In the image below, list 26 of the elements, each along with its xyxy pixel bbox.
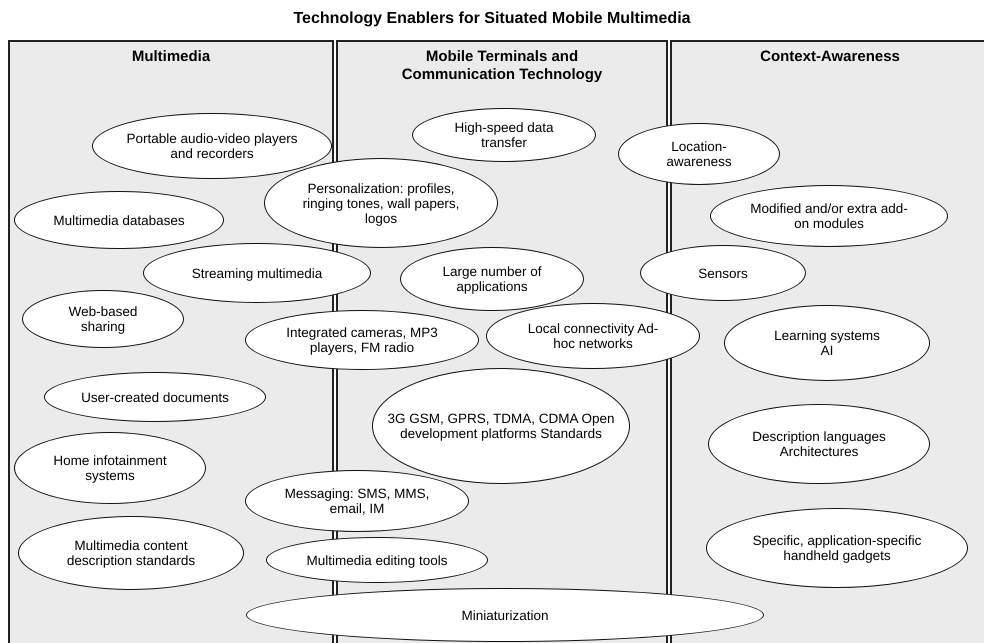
node-label: Personalization: profiles, ringing tones, wall papers, logos: [302, 180, 460, 226]
column-heading: Mobile Terminals and Communication Technology: [400, 48, 604, 84]
node-label: Location-awareness: [665, 139, 733, 169]
node-label: Description languages Architectures: [751, 429, 887, 459]
node-label: Messaging: SMS, MMS, email, IM: [284, 486, 430, 516]
node-label: User-created documents: [81, 390, 229, 404]
node-label: Large number of applications: [441, 264, 543, 294]
node-label: Integrated cameras, MP3 players, FM radio: [285, 325, 439, 355]
node-label: High-speed data transfer: [454, 120, 554, 150]
node-label: Multimedia content description standards: [66, 538, 196, 568]
column-heading: Context-Awareness: [760, 48, 900, 66]
node-label: Local connectivity Ad-hoc networks: [526, 321, 660, 351]
node-label: Modified and/or extra add-on modules: [749, 201, 909, 231]
node-label: Portable audio-video players and recorders: [125, 131, 299, 161]
node-label: Multimedia databases: [53, 212, 185, 228]
node-label: Multimedia editing tools: [306, 552, 448, 568]
diagram-title: Technology Enablers for Situated Mobile Multimedia: [292, 10, 692, 28]
node-label: Streaming multimedia: [192, 266, 322, 280]
node-label: 3G GSM, GPRS, TDMA, CDMA Open development platforms Standards: [386, 411, 616, 441]
node-label: Web-based sharing: [68, 304, 138, 334]
column-heading: Multimedia: [132, 48, 210, 66]
node-label: Learning systems AI: [773, 328, 881, 358]
node-label: Home infotainment systems: [52, 453, 168, 483]
node-label: Sensors: [698, 266, 748, 280]
node-label: Specific, application-specific handheld gadgets: [752, 533, 922, 563]
node-label: Miniaturization: [461, 608, 549, 622]
